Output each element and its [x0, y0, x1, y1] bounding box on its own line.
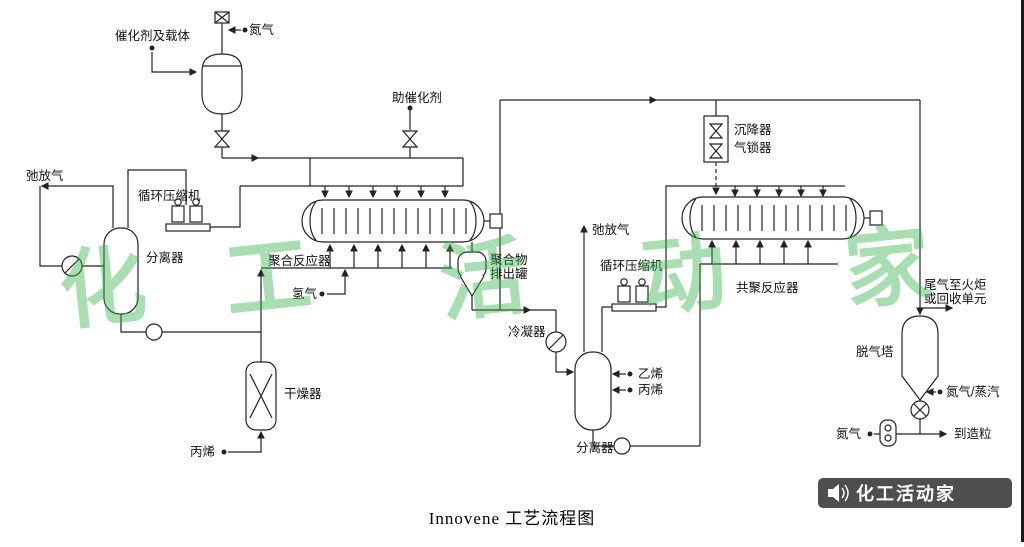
pump-mid [613, 437, 631, 455]
recycle-compressor-left [165, 198, 211, 232]
label-dryer: 干燥器 [284, 387, 322, 401]
label-condenser: 冷凝器 [508, 324, 546, 339]
polymer-discharge-tank [457, 251, 487, 298]
label-nitrogen-steam: 氮气/蒸汽 [946, 384, 1000, 399]
label-propylene-feed: 丙烯 [190, 445, 215, 459]
label-degasser: 脱气塔 [856, 344, 894, 359]
label-copoly-reactor: 共聚反应器 [736, 280, 799, 295]
condenser [545, 331, 567, 353]
label-nitrogen-top: 氮气 [249, 22, 275, 37]
cocatalyst-valve [401, 130, 419, 148]
label-discharge-tank-2: 排出罐 [490, 267, 528, 281]
dryer-vessel [245, 361, 277, 431]
watermark-char-3: 活 [435, 228, 531, 332]
watermark-char-1: 化 [55, 236, 151, 340]
rotary-valve [910, 400, 930, 420]
logo-bar: 化工活动家 [818, 478, 1012, 508]
pump-left [145, 323, 163, 341]
settler-gas-lock [703, 115, 729, 163]
label-settler: 沉降器 [734, 123, 772, 137]
recycle-compressor-mid [611, 278, 657, 312]
copolymerization-reactor [681, 196, 883, 240]
watermark: 化 工 活 动 家 [55, 216, 936, 340]
separator-mid-vessel [574, 351, 612, 431]
label-propylene-mid: 丙烯 [638, 383, 663, 397]
label-purge-left: 弛放气 [26, 168, 64, 183]
label-to-pelletizing: 到造粒 [954, 426, 992, 441]
logo-text: 化工活动家 [856, 483, 956, 504]
nitrogen-blower [879, 419, 897, 447]
megaphone-icon [828, 484, 849, 502]
label-recycle-compressor-left: 循环压缩机 [138, 188, 201, 203]
polymerization-reactor [301, 199, 503, 243]
label-recycle-compressor-mid: 循环压缩机 [600, 258, 663, 273]
watermark-char-4: 动 [635, 223, 731, 327]
label-poly-reactor: 聚合反应器 [268, 253, 331, 268]
label-nitrogen-bottom: 氮气 [836, 426, 862, 441]
degassing-tower-vessel [901, 315, 939, 401]
label-tail-gas-2: 或回收单元 [924, 292, 987, 306]
catalyst-feed-valve [213, 130, 231, 148]
watermark-char-5: 家 [840, 216, 936, 320]
right-edge-strip [1021, 0, 1024, 542]
label-tail-gas-1: 尾气至火炬 [924, 277, 987, 292]
label-cocatalyst: 助催化剂 [392, 90, 442, 105]
separator-left-vessel [103, 227, 139, 315]
label-gas-lock: 气锁器 [734, 140, 772, 155]
catalyst-feeder-vessel [201, 11, 243, 115]
diagram-title: Innovene 工艺流程图 [429, 509, 596, 528]
watermark-char-2: 工 [220, 226, 316, 330]
pipelines [39, 26, 954, 455]
label-discharge-tank-1: 聚合物 [490, 252, 528, 267]
logo-background [818, 478, 1012, 508]
label-hydrogen: 氢气 [292, 286, 318, 301]
label-separator-mid: 分离器 [576, 440, 614, 455]
heat-exchanger-left [61, 255, 83, 277]
label-separator-left: 分离器 [146, 250, 184, 265]
label-ethylene: 乙烯 [638, 367, 663, 381]
label-purge-mid: 弛放气 [592, 222, 630, 237]
label-catalyst-carrier: 催化剂及载体 [115, 28, 191, 43]
